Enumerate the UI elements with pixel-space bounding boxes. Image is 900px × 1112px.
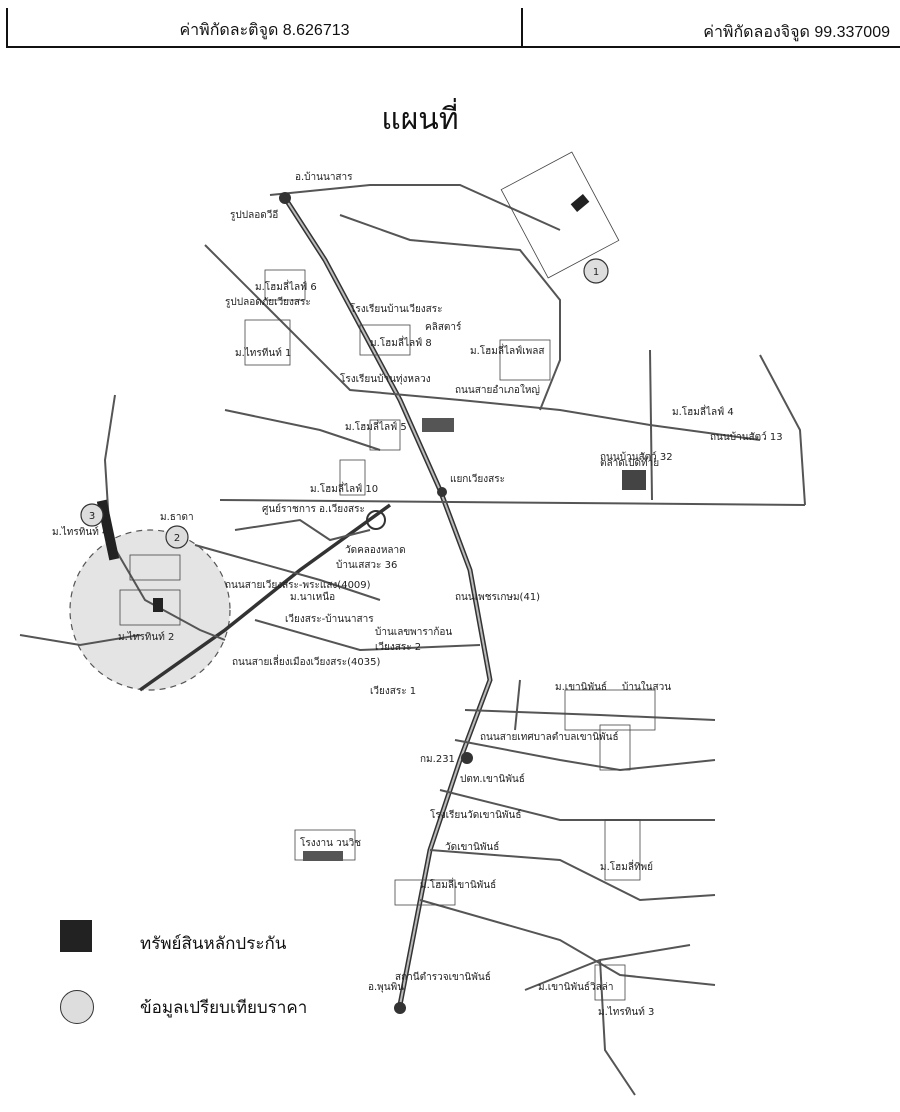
map-label: อ.พุนพิน xyxy=(368,982,404,993)
map-label: ม.ไทรทินท์ 4 xyxy=(52,526,108,538)
map-label: บ้านในสวน xyxy=(622,681,671,693)
map-label: แยกเวียงสระ xyxy=(450,473,505,485)
longitude-label: ค่าพิกัดลองจิจูด 99.337009 xyxy=(703,24,890,41)
map-label: ปตท.เขานิพันธ์ xyxy=(460,773,525,785)
comparison-area xyxy=(69,529,231,691)
map-label: ม.ไทรทินท์ 2 xyxy=(118,631,174,643)
map-label: ศูนย์ราชการ อ.เวียงสระ xyxy=(262,503,365,515)
map-label: ม.เขานิพันธ์วิลล่า xyxy=(538,981,614,993)
map-label: ม.ไทรทินท์ 3 xyxy=(598,1006,654,1018)
map-label: เวียงสระ 2 xyxy=(375,641,421,653)
map-label: โรงเรียนวัดเขานิพันธ์ xyxy=(430,808,521,821)
map-labels: รูปปลอดวีอี ม.โฮมลี่ไลฟ์ 6 รูปปลอดภัยเวี… xyxy=(52,171,783,1018)
school-building xyxy=(303,851,343,861)
map-label: อ.บ้านนาสาร xyxy=(295,171,353,183)
map-label: รูปปลอดภัยเวียงสระ xyxy=(225,296,311,308)
map-label: ม.ไทรทีนท์ 1 xyxy=(235,347,291,359)
marker-2: 2 xyxy=(165,525,189,549)
map-label: โรงงาน วนวิช xyxy=(300,836,361,849)
map-label: ม.นาเหนือ xyxy=(290,591,335,603)
map-label: ม.โฮมลี่เขานิพันธ์ xyxy=(420,877,496,891)
map-label: ม.โฮมลี่ไลฟ์ 5 xyxy=(345,419,407,433)
map-label: วัดเขานิพันธ์ xyxy=(445,841,499,853)
legend-collateral-label: ทรัพย์สินหลักประกัน xyxy=(140,934,287,953)
temple-icon xyxy=(366,510,386,530)
map-label: โรงเรียนบ้านเวียงสระ xyxy=(350,302,443,315)
map-label: ถนนบ้านสัตว์ 13 xyxy=(710,431,783,443)
map-label: ถนนสายเวียงสระ-พระแสง(4009) xyxy=(225,579,371,591)
map-label: เวียงสระ-บ้านนาสาร xyxy=(285,613,374,625)
map-label: ม.โฮมลี่ไลฟ์ 4 xyxy=(672,404,734,418)
map-label: ม.โฮมลี่ไลฟ์ 6 xyxy=(255,279,317,293)
marker-3: 3 xyxy=(80,503,104,527)
village-blocks xyxy=(119,151,656,1001)
map-label: ม.โฮมลี่ไลฟ์ 8 xyxy=(370,335,432,349)
collateral-parcel-1 xyxy=(570,194,590,212)
secondary-roads xyxy=(19,184,806,1096)
market-building xyxy=(622,470,646,490)
collateral-parcel-2 xyxy=(153,598,163,612)
map-label: บ้านเสสวะ 36 xyxy=(336,559,397,571)
map-label: ตลาดเปิดท้าย xyxy=(600,457,659,469)
marker-1: 1 xyxy=(583,258,609,284)
coordinate-divider xyxy=(521,8,523,46)
main-highway-inner xyxy=(284,197,492,1006)
map-title: แผนที่ xyxy=(381,102,459,137)
map-label: ม.โฮมลี่ทิพย์ xyxy=(600,859,653,873)
latitude-label: ค่าพิกัดละติจูด 8.626713 xyxy=(179,22,350,39)
coordinate-bar: ค่าพิกัดละติจูด 8.626713 ค่าพิกัดลองจิจู… xyxy=(6,8,900,48)
landmark-building xyxy=(422,418,454,432)
map-label: ม.ธาดา xyxy=(160,512,194,523)
map-label: วัดคลองหลาด xyxy=(345,545,406,556)
map-label: ม.เขานิพันธ์ xyxy=(555,681,607,693)
legend-collateral-swatch xyxy=(60,920,92,952)
map-label: ถนนเพชรเกษม(41) xyxy=(455,592,540,603)
map-label: กม.231 xyxy=(420,754,455,765)
km-post-icon xyxy=(461,752,473,764)
svg-text:1: 1 xyxy=(593,267,599,278)
legend-comparison-swatch xyxy=(60,990,94,1024)
map-label: ม.โฮมลี่ไลฟ์ 10 xyxy=(310,481,378,495)
map-label: สถานีตำรวจเขานิพันธ์ xyxy=(395,971,491,983)
map-label: เวียงสระ 1 xyxy=(370,685,416,697)
map-label: โรงเรียนบ้านทุ่งหลวง xyxy=(340,372,431,385)
junction-icon xyxy=(437,487,447,497)
map-label: บ้านเลขพาราก้อน xyxy=(375,626,452,638)
svg-text:3: 3 xyxy=(89,511,95,522)
legend-comparison-label: ข้อมูลเปรียบเทียบราคา xyxy=(140,998,308,1017)
map-label: ถนนสายเทศบาลตำบลเขานิพันธ์ xyxy=(480,731,619,743)
map-label: ม.โฮมลี่ไลฟ์เพลส xyxy=(470,343,544,357)
south-end-icon xyxy=(394,1002,406,1014)
north-end-icon xyxy=(279,192,291,204)
map-label: ถนนบ้านสัตว์ 32 xyxy=(600,451,673,463)
map-label: ถนนสายอำเภอใหญ่ xyxy=(455,384,540,396)
map-label: ถนนสายเลี่ยงเมืองเวียงสระ(4035) xyxy=(232,654,380,668)
map-label: รูปปลอดวีอี xyxy=(230,209,278,221)
road-4009 xyxy=(138,503,392,692)
map-label: คลิสตาร์ xyxy=(425,321,462,333)
svg-text:2: 2 xyxy=(174,533,180,544)
